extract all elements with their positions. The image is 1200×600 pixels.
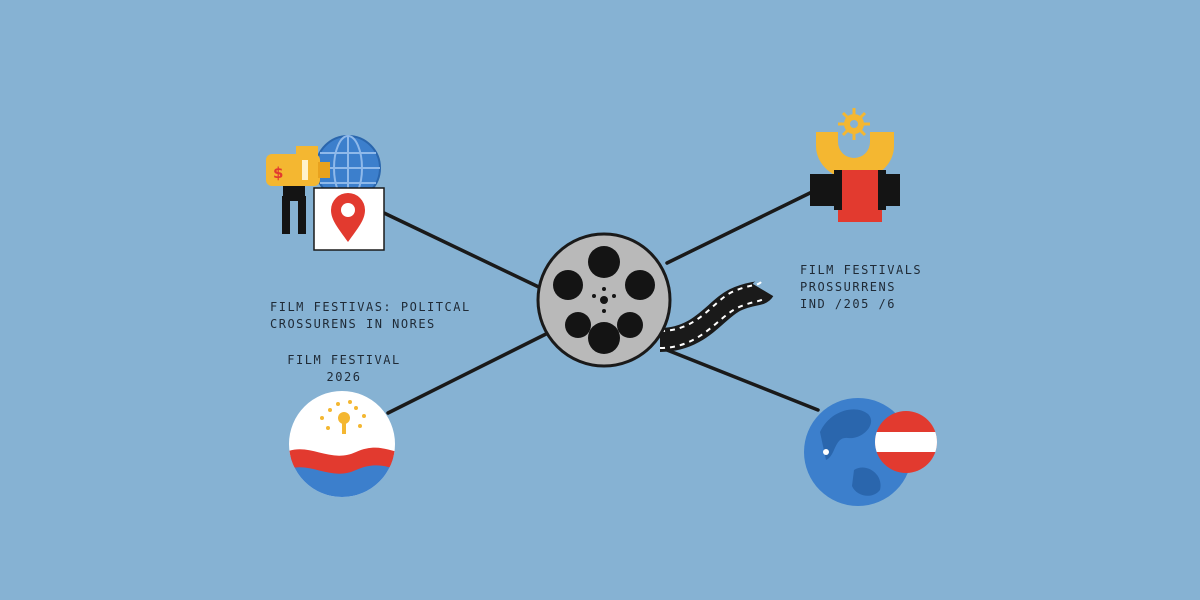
connector-lines: [382, 190, 820, 415]
caption-left-top-line2: CROSSURENS IN NORES: [270, 317, 436, 331]
connector-bottom-right: [665, 348, 820, 412]
caption-left-bottom-line1: FILM FESTIVAL: [287, 353, 401, 367]
caption-left-top-line1: FILM FESTIVAS: POLITCAL: [270, 300, 471, 314]
map-pin-icon: [313, 187, 385, 251]
caption-right-line3: IND /205 /6: [800, 297, 896, 311]
caption-left-top: FILM FESTIVAS: POLITCAL CROSSURENS IN NO…: [270, 299, 471, 333]
connector-bottom-left: [386, 330, 552, 415]
award-trophy-icon: [816, 132, 894, 180]
svg-text:$: $: [273, 164, 283, 182]
caption-right-line2: PROSSURRENS: [800, 280, 896, 294]
caption-right-line1: FILM FESTIVALS: [800, 263, 923, 277]
connector-top-left: [382, 211, 547, 292]
flag-circle-icon: [289, 391, 395, 497]
caption-left-bottom: FILM FESTIVAL 2026: [286, 352, 402, 386]
gear-icon: [838, 108, 870, 140]
top-left-cluster: $: [266, 135, 385, 251]
film-reel-icon: [536, 232, 672, 368]
caption-left-bottom-line2: 2026: [326, 370, 362, 384]
flag-stand-icon: [810, 170, 900, 222]
connector-top-right: [665, 190, 814, 265]
camera-person-icon: $: [266, 146, 330, 234]
top-right-cluster: [810, 108, 900, 222]
flag-circle-icon: [875, 411, 937, 473]
film-strip-icon: [659, 280, 774, 352]
caption-right: FILM FESTIVALS PROSSURRENS IND /205 /6: [800, 262, 922, 313]
